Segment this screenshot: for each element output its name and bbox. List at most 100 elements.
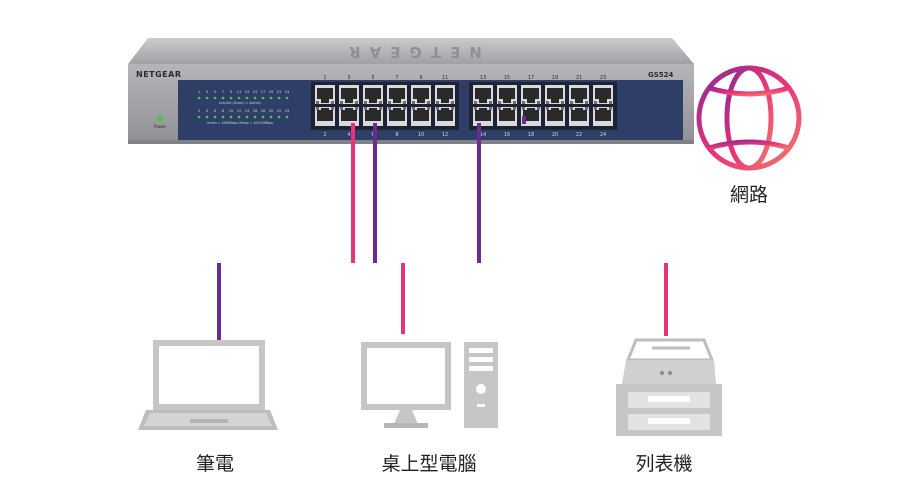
ethernet-port-4[interactable] bbox=[339, 107, 359, 126]
led-number-bottom: 14 bbox=[245, 109, 250, 113]
port-led-bottom bbox=[205, 115, 209, 119]
port-number-top: 9 bbox=[419, 75, 422, 81]
ethernet-port-3[interactable] bbox=[339, 85, 359, 104]
led-number-top: 13 bbox=[245, 90, 250, 94]
port-led-top bbox=[269, 96, 273, 100]
laptop-icon bbox=[138, 340, 278, 430]
port-number-top: 19 bbox=[552, 75, 558, 81]
led-number-top: 11 bbox=[237, 90, 242, 94]
port-number-bottom: 18 bbox=[528, 132, 534, 138]
ethernet-port-2[interactable] bbox=[315, 107, 335, 126]
ethernet-port-20[interactable] bbox=[545, 107, 565, 126]
ethernet-port-14[interactable] bbox=[473, 107, 493, 126]
ethernet-port-24[interactable] bbox=[593, 107, 613, 126]
ethernet-port-6[interactable] bbox=[363, 107, 383, 126]
port-number-bottom: 14 bbox=[480, 132, 486, 138]
port-block-left bbox=[311, 82, 459, 130]
ethernet-port-blocks bbox=[311, 82, 617, 130]
ethernet-port-11[interactable] bbox=[435, 85, 455, 104]
port-led-bottom bbox=[245, 115, 249, 119]
port-led-top bbox=[229, 96, 233, 100]
ethernet-port-15[interactable] bbox=[497, 85, 517, 104]
port-number-top: 11 bbox=[442, 75, 448, 81]
led-number-top: 21 bbox=[277, 90, 282, 94]
port-number-top: 23 bbox=[600, 75, 606, 81]
port-led-bottom bbox=[261, 115, 265, 119]
led-number-bottom: 16 bbox=[253, 109, 258, 113]
led-number-top: 1 bbox=[198, 90, 200, 94]
led-caption-1: Link/Act (Green) = Activity bbox=[219, 101, 262, 105]
switch-top-face bbox=[128, 38, 694, 64]
switch-top-embossed-logo: NETGEAR bbox=[340, 43, 482, 61]
laptop-label: 筆電 bbox=[196, 453, 234, 475]
network-switch: NETGEAR NETGEAR GS524 Power 123456789101… bbox=[128, 38, 694, 144]
printer-label: 列表機 bbox=[635, 453, 692, 475]
port-led-bottom bbox=[277, 115, 281, 119]
ethernet-port-12[interactable] bbox=[435, 107, 455, 126]
port-number-bottom: 10 bbox=[418, 132, 424, 138]
port-led-bottom bbox=[269, 115, 273, 119]
port-led-top bbox=[205, 96, 209, 100]
port-number-top: 5 bbox=[371, 75, 374, 81]
power-led bbox=[157, 115, 163, 121]
port-number-bottom: 8 bbox=[395, 132, 398, 138]
led-number-top: 19 bbox=[269, 90, 274, 94]
ethernet-port-7[interactable] bbox=[387, 85, 407, 104]
port-number-bottom: 12 bbox=[442, 132, 448, 138]
ethernet-port-8[interactable] bbox=[387, 107, 407, 126]
led-number-top: 9 bbox=[230, 90, 233, 94]
led-number-bottom: 22 bbox=[277, 109, 282, 113]
port-led-top bbox=[221, 96, 225, 100]
ethernet-port-13[interactable] bbox=[473, 85, 493, 104]
led-number-bottom: 20 bbox=[269, 109, 274, 113]
port-led-bottom bbox=[213, 115, 217, 119]
switch-model-label: GS524 bbox=[648, 71, 674, 79]
printer-icon bbox=[616, 338, 722, 436]
ethernet-port-5[interactable] bbox=[363, 85, 383, 104]
network-label: 網路 bbox=[730, 184, 768, 206]
port-led-bottom bbox=[253, 115, 257, 119]
port-led-bottom bbox=[237, 115, 241, 119]
led-number-top: 3 bbox=[206, 90, 208, 94]
port-number-bottom: 2 bbox=[323, 132, 326, 138]
cables bbox=[217, 116, 700, 343]
port-led-top bbox=[277, 96, 281, 100]
ethernet-port-1[interactable] bbox=[315, 85, 335, 104]
switch-brand-label: NETGEAR bbox=[136, 70, 182, 79]
led-number-bottom: 24 bbox=[285, 109, 290, 113]
ethernet-port-22[interactable] bbox=[569, 107, 589, 126]
led-number-top: 23 bbox=[285, 90, 290, 94]
port-led-top bbox=[213, 96, 217, 100]
port-led-bottom bbox=[229, 115, 233, 119]
led-number-top: 17 bbox=[261, 90, 266, 94]
port-number-top: 7 bbox=[395, 75, 398, 81]
port-led-top bbox=[245, 96, 249, 100]
ethernet-port-23[interactable] bbox=[593, 85, 613, 104]
port-number-bottom: 4 bbox=[347, 132, 350, 138]
led-number-bottom: 8 bbox=[222, 109, 225, 113]
desktop-computer-icon bbox=[361, 342, 498, 428]
ethernet-port-17[interactable] bbox=[521, 85, 541, 104]
switch-bottom-edge bbox=[128, 140, 694, 144]
port-led-top bbox=[197, 96, 201, 100]
desktop-label: 桌上型電腦 bbox=[381, 453, 476, 475]
led-caption-2: Green = 1000Mbps Yellow = 10/100Mbps bbox=[207, 121, 273, 125]
ethernet-port-10[interactable] bbox=[411, 107, 431, 126]
ethernet-port-19[interactable] bbox=[545, 85, 565, 104]
ethernet-port-16[interactable] bbox=[497, 107, 517, 126]
port-led-bottom bbox=[285, 115, 289, 119]
led-number-top: 7 bbox=[222, 90, 224, 94]
port-number-top: 21 bbox=[576, 75, 582, 81]
led-number-bottom: 10 bbox=[229, 109, 234, 113]
port-number-top: 13 bbox=[480, 75, 486, 81]
port-number-bottom: 22 bbox=[576, 132, 582, 138]
port-led-top bbox=[261, 96, 265, 100]
port-led-top bbox=[237, 96, 241, 100]
power-label: Power bbox=[154, 124, 166, 129]
ethernet-port-9[interactable] bbox=[411, 85, 431, 104]
ethernet-port-21[interactable] bbox=[569, 85, 589, 104]
globe-icon bbox=[696, 65, 802, 171]
port-number-top: 17 bbox=[528, 75, 534, 81]
